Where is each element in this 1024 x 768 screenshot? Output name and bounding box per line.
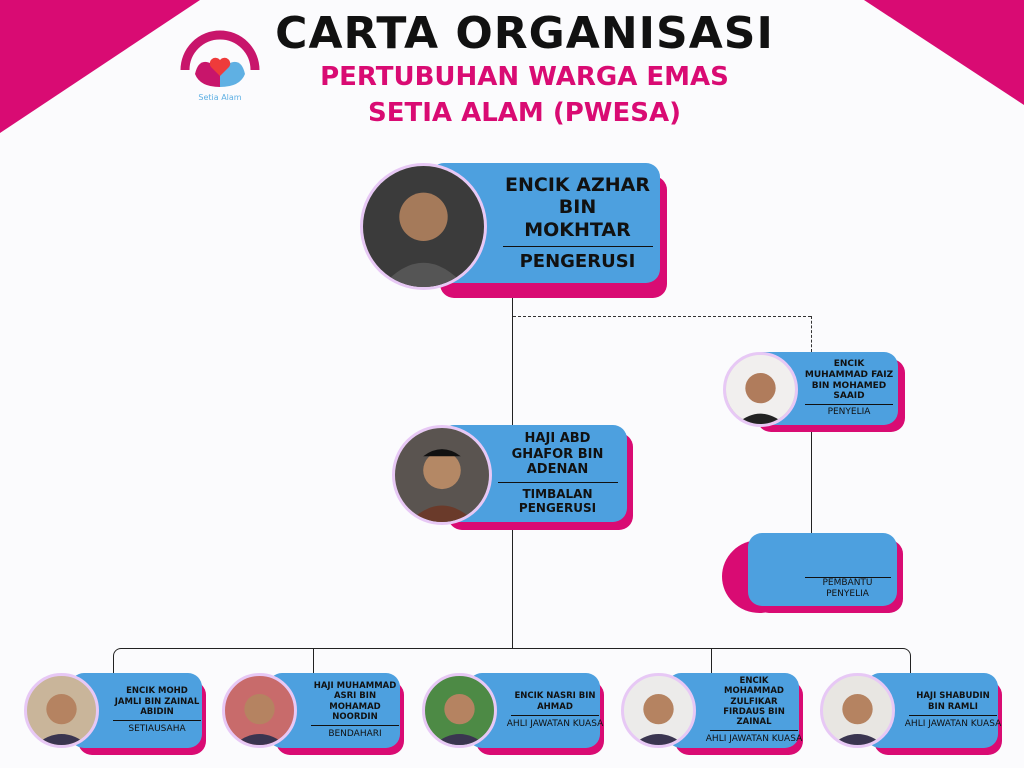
- member-name: ENCIK MOHD JAMLI BIN ZAINAL ABIDIN: [114, 686, 200, 717]
- member-role: TIMBALAN PENGERUSI: [518, 487, 597, 516]
- member-name: ENCIK NASRI BIN AHMAD: [514, 691, 596, 712]
- connector-supervisor: [811, 432, 812, 533]
- divider: [710, 730, 798, 732]
- member-photo: [360, 163, 487, 290]
- member-photo: [820, 673, 895, 748]
- connector-dashed-drop: [811, 316, 812, 352]
- divider: [909, 714, 997, 716]
- member-name: ENCIK MUHAMMAD FAIZ BIN MOHAMED SAAID: [804, 359, 894, 402]
- divider: [511, 714, 599, 716]
- divider: [805, 404, 893, 406]
- member-role: PENGERUSI: [519, 250, 636, 272]
- member-role: AHLI JAWATAN KUASA: [705, 734, 803, 745]
- member-role: AHLI JAWATAN KUASA: [904, 718, 1002, 729]
- member-name: HAJI ABD GHAFOR BIN ADENAN: [511, 431, 604, 478]
- member-photo: [222, 673, 297, 748]
- corner-decoration-left: [0, 0, 200, 133]
- member-photo: [392, 425, 492, 525]
- member-photo: [621, 673, 696, 748]
- corner-decoration-right: [864, 0, 1024, 105]
- member-photo: [422, 673, 497, 748]
- member-photo: [24, 673, 99, 748]
- connector-dashed: [513, 316, 811, 317]
- page-subtitle-2: SETIA ALAM (PWESA): [368, 98, 681, 128]
- member-name: HAJI MUHAMMAD ASRI BIN MOHAMAD NOORDIN: [313, 681, 397, 722]
- member-photo: [723, 352, 798, 427]
- connector-bottom: [113, 648, 911, 673]
- member-role: PEMBANTU PENYELIA: [822, 578, 873, 600]
- member-name: ENCIK AZHAR BIN MOKHTAR: [505, 173, 650, 242]
- connector-drop: [313, 648, 314, 673]
- member-role: AHLI JAWATAN KUASA: [506, 718, 604, 729]
- member-name: ENCIK MOHAMMAD ZULFIKAR FIRDAUS BIN ZAIN…: [723, 676, 785, 727]
- divider: [311, 724, 399, 726]
- member-role: BENDAHARI: [328, 728, 382, 739]
- assistant-supervisor-card: PEMBANTU PENYELIA: [748, 533, 897, 606]
- committee-card: ENCIK MOHAMMAD ZULFIKAR FIRDAUS BIN ZAIN…: [667, 673, 803, 748]
- page-subtitle: PERTUBUHAN WARGA EMAS: [320, 62, 729, 92]
- member-role: SETIAUSAHA: [128, 723, 186, 734]
- divider: [113, 719, 201, 721]
- svg-text:Setia Alam: Setia Alam: [198, 93, 241, 102]
- divider: [804, 577, 891, 579]
- organization-logo: Setia Alam: [165, 12, 275, 107]
- connector-drop: [711, 648, 712, 673]
- member-name: HAJI SHABUDIN BIN RAMLI: [916, 691, 990, 712]
- member-role: PENYELIA: [827, 407, 871, 418]
- page-title: CARTA ORGANISASI: [275, 8, 774, 59]
- divider: [502, 245, 653, 247]
- divider: [497, 482, 618, 483]
- committee-card: HAJI MUHAMMAD ASRI BIN MOHAMAD NOORDIN B…: [268, 673, 400, 748]
